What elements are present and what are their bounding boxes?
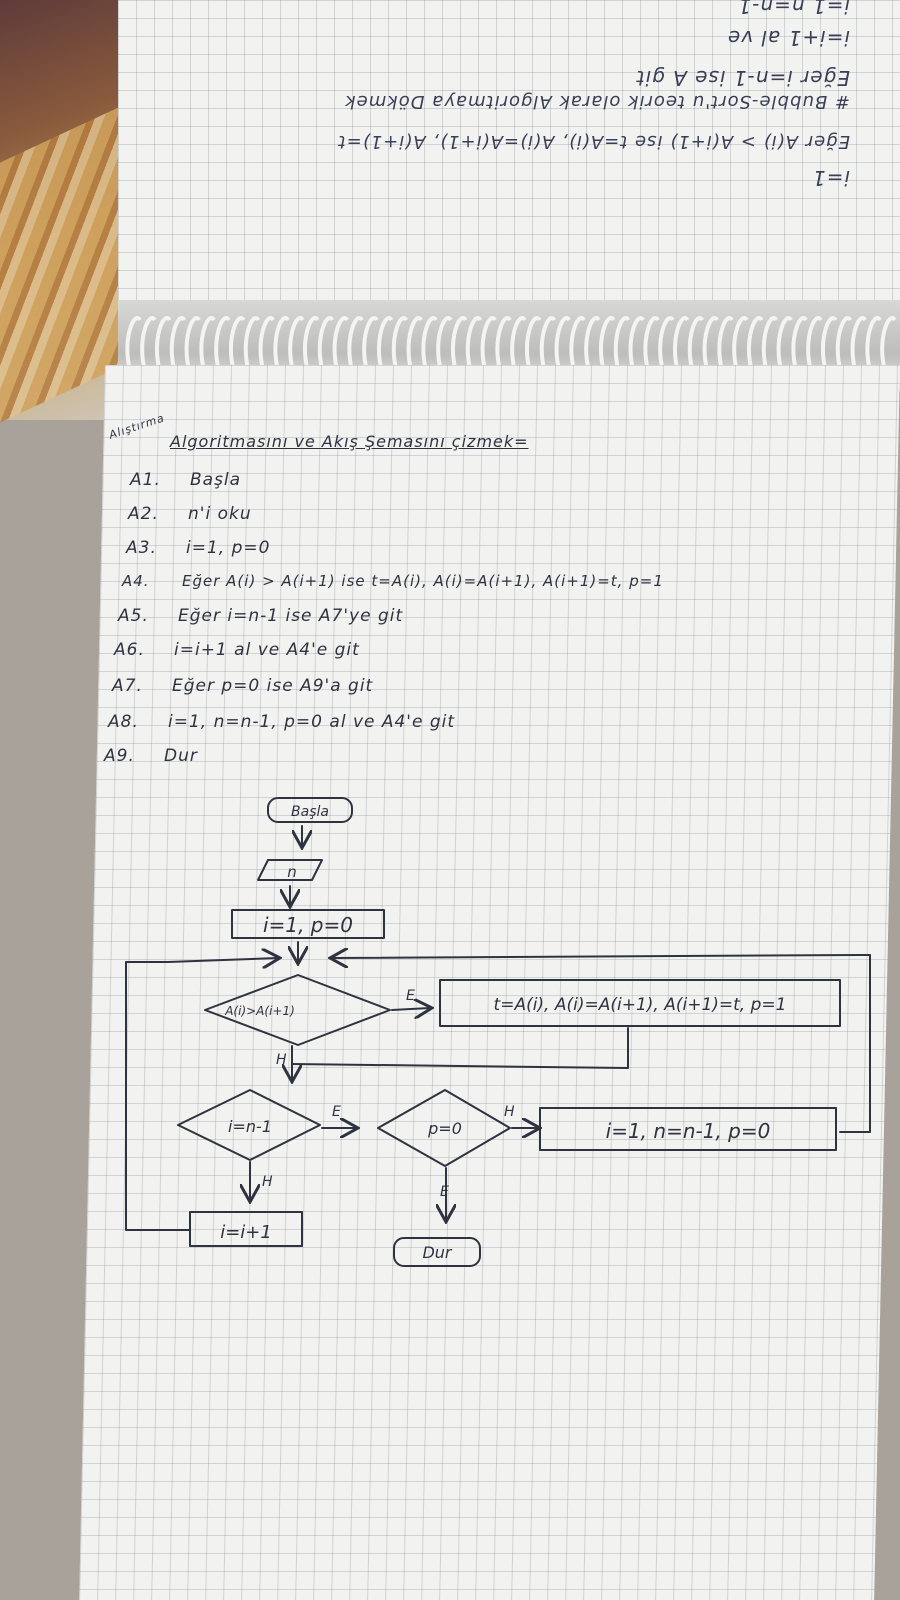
spiral-ring xyxy=(495,316,512,371)
step-a3: A3.i=1, p=0 xyxy=(126,538,271,558)
spiral-ring xyxy=(584,316,601,371)
step-a2: A2.n'i oku xyxy=(128,504,252,524)
increment-loop-line xyxy=(125,961,191,1231)
reset-box xyxy=(539,1107,837,1151)
spiral-ring xyxy=(140,316,157,371)
spiral-ring xyxy=(347,316,364,371)
upper-notebook-page xyxy=(118,0,900,312)
spiral-binding xyxy=(125,316,897,371)
spiral-ring xyxy=(835,316,853,371)
spiral-ring xyxy=(628,316,645,371)
spiral-ring xyxy=(598,316,616,371)
spiral-ring xyxy=(376,316,394,371)
spiral-ring xyxy=(391,316,409,371)
init-box xyxy=(231,909,385,939)
check-last-diamond xyxy=(177,1089,321,1161)
spiral-ring xyxy=(761,316,779,371)
step-a1: A1.Başla xyxy=(130,470,242,490)
spiral-ring xyxy=(214,316,231,371)
spiral-ring xyxy=(880,316,897,371)
start-terminator xyxy=(267,797,353,823)
spiral-ring xyxy=(288,316,305,371)
step-a6: A6.i=i+1 al ve A4'e git xyxy=(114,640,360,660)
stop-terminator xyxy=(393,1237,481,1267)
spiral-ring xyxy=(702,316,719,371)
spiral-ring xyxy=(362,316,379,371)
check-p-no-label: H xyxy=(504,1104,515,1120)
spiral-ring xyxy=(243,316,261,371)
arrow-loop-back-left xyxy=(167,958,278,962)
spiral-ring xyxy=(672,316,690,371)
compare-no-label: H xyxy=(276,1052,287,1068)
step-a7: A7.Eğer p=0 ise A9'a git xyxy=(112,676,374,696)
spiral-ring xyxy=(125,316,142,371)
spiral-ring xyxy=(480,316,497,371)
spiral-ring xyxy=(302,316,320,371)
reset-loop-line xyxy=(839,954,871,1133)
check-p-yes-label: E xyxy=(440,1184,449,1200)
spiral-ring xyxy=(406,316,423,371)
exercise-title: Algoritmasını ve Akış Şemasını çizmek= xyxy=(170,432,529,451)
spiral-ring xyxy=(273,316,290,371)
spiral-ring xyxy=(184,316,201,371)
input-label: n xyxy=(287,863,297,881)
spiral-ring xyxy=(658,316,675,371)
input-parallelogram xyxy=(257,859,323,881)
spiral-ring xyxy=(554,316,571,371)
swap-return-line xyxy=(291,1027,629,1069)
spiral-ring xyxy=(776,316,793,371)
spiral-ring xyxy=(436,316,453,371)
stop-label: Dur xyxy=(422,1243,452,1262)
spiral-ring xyxy=(258,316,275,371)
arrow-loop-back-right xyxy=(332,955,861,958)
spiral-ring xyxy=(569,316,586,371)
spiral-ring xyxy=(421,316,438,371)
increment-label: i=i+1 xyxy=(220,1222,272,1243)
spiral-ring xyxy=(865,316,882,371)
check-last-no-label: H xyxy=(262,1174,273,1190)
spiral-ring xyxy=(643,316,660,371)
spiral-ring xyxy=(746,316,764,371)
spiral-ring xyxy=(613,316,631,371)
spiral-ring xyxy=(450,316,468,371)
spiral-ring xyxy=(806,316,823,371)
check-p-label: p=0 xyxy=(427,1119,462,1138)
arrow-compare-yes xyxy=(391,1008,430,1010)
swap-label: t=A(i), A(i)=A(i+1), A(i+1)=t, p=1 xyxy=(494,995,787,1015)
step-a8: A8.i=1, n=n-1, p=0 al ve A4'e git xyxy=(108,712,456,732)
spiral-ring xyxy=(717,316,734,371)
spiral-ring xyxy=(332,316,349,371)
compare-label: A(i)>A(i+1) xyxy=(224,1004,295,1018)
swap-box xyxy=(439,979,841,1027)
spiral-ring xyxy=(169,316,187,371)
spiral-ring xyxy=(465,316,483,371)
step-a5: A5.Eğer i=n-1 ise A7'ye git xyxy=(118,606,404,626)
spiral-ring xyxy=(524,316,542,371)
spiral-ring xyxy=(732,316,749,371)
spiral-ring xyxy=(228,316,246,371)
spiral-ring xyxy=(317,316,335,371)
init-label: i=1, p=0 xyxy=(263,913,353,937)
reset-label: i=1, n=n-1, p=0 xyxy=(606,1119,771,1143)
step-a9: A9.Dur xyxy=(104,746,198,766)
spiral-ring xyxy=(791,316,808,371)
check-p-diamond xyxy=(377,1089,511,1167)
step-a4: A4.Eğer A(i) > A(i+1) ise t=A(i), A(i)=A… xyxy=(122,572,664,590)
check-last-label: i=n-1 xyxy=(228,1117,272,1136)
spiral-ring xyxy=(687,316,705,371)
compare-yes-label: E xyxy=(406,988,415,1004)
spiral-ring xyxy=(199,316,216,371)
start-label: Başla xyxy=(291,804,329,820)
check-last-yes-label: E xyxy=(332,1104,341,1120)
compare-diamond xyxy=(204,974,391,1046)
spiral-ring xyxy=(820,316,838,371)
spiral-ring xyxy=(539,316,557,371)
spiral-ring xyxy=(510,316,527,371)
spiral-ring xyxy=(154,316,172,371)
spiral-ring xyxy=(850,316,867,371)
